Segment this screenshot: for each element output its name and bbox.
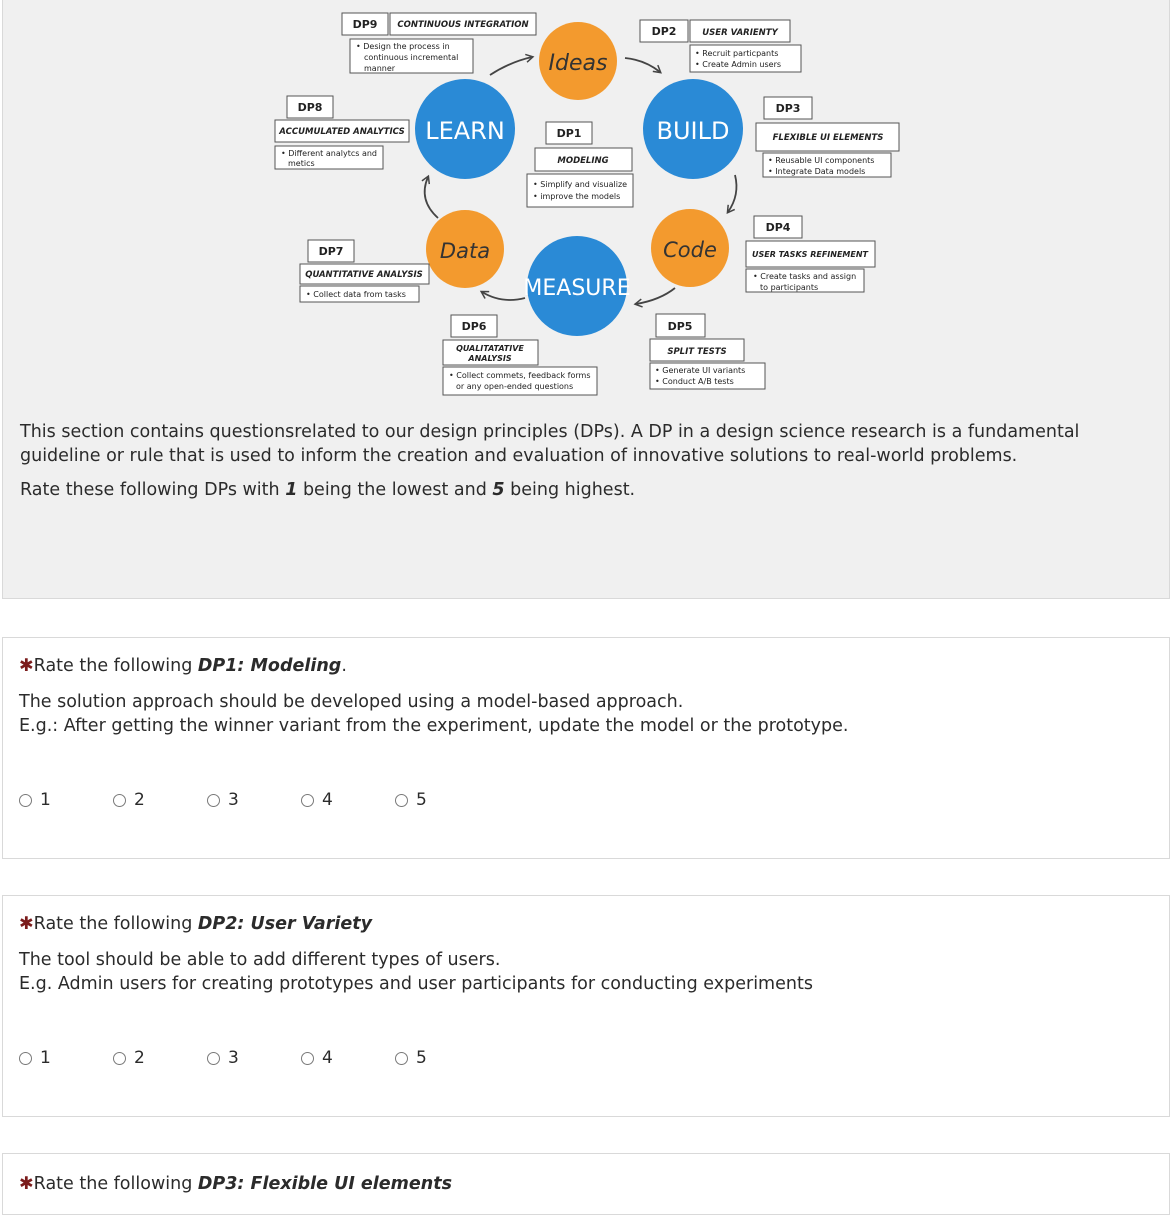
- question-dp3: ✱Rate the following DP3: Flexible UI ele…: [2, 1153, 1170, 1215]
- svg-text:ACCUMULATED ANALYTICS: ACCUMULATED ANALYTICS: [278, 127, 404, 137]
- rating-option-1[interactable]: 1: [19, 1048, 51, 1068]
- svg-text:DP2: DP2: [652, 25, 677, 38]
- svg-text:DP4: DP4: [766, 221, 791, 234]
- svg-text:metics: metics: [288, 159, 315, 168]
- radio-circle-icon[interactable]: [113, 793, 126, 807]
- build-circle: BUILD: [643, 79, 743, 179]
- rating-option-2[interactable]: 2: [113, 1048, 145, 1068]
- question-dp1: ✱Rate the following DP1: Modeling. The s…: [2, 637, 1170, 859]
- data-circle: Data: [426, 210, 504, 288]
- question-description: The solution approach should be develope…: [19, 692, 849, 736]
- radio-circle-icon[interactable]: [19, 1051, 32, 1065]
- rating-option-5[interactable]: 5: [395, 1048, 427, 1068]
- radio-circle-icon[interactable]: [19, 793, 32, 807]
- svg-text:Data: Data: [440, 239, 490, 263]
- rating-option-3[interactable]: 3: [207, 790, 239, 810]
- radio-circle-icon[interactable]: [395, 1051, 408, 1065]
- svg-text:manner: manner: [364, 64, 396, 73]
- rating-option-4[interactable]: 4: [301, 1048, 333, 1068]
- question-title: ✱Rate the following DP3: Flexible UI ele…: [19, 1174, 452, 1194]
- rating-option-2[interactable]: 2: [113, 790, 145, 810]
- learn-circle: LEARN: [415, 79, 515, 179]
- code-circle: Code: [651, 209, 729, 287]
- svg-text:USER VARIENTY: USER VARIENTY: [702, 28, 778, 38]
- question-dp2: ✱Rate the following DP2: User Variety Th…: [2, 895, 1170, 1117]
- dp8-card: DP8 ACCUMULATED ANALYTICS • Different an…: [274, 95, 410, 170]
- svg-text:ANALYSIS: ANALYSIS: [467, 354, 511, 363]
- dp9-card: DP9 CONTINUOUS INTEGRATION • Design the …: [341, 12, 537, 74]
- svg-text:DP3: DP3: [776, 102, 801, 115]
- cycle-arrows: [421, 53, 738, 308]
- rating-option-1[interactable]: 1: [19, 790, 51, 810]
- intro-instructions: Rate these following DPs with 1 being th…: [20, 480, 636, 500]
- svg-text:QUALITATATIVE: QUALITATATIVE: [456, 344, 524, 353]
- svg-text:• Reusable UI components: • Reusable UI components: [768, 156, 874, 165]
- svg-text:CONTINUOUS INTEGRATION: CONTINUOUS INTEGRATION: [397, 20, 528, 30]
- required-star-icon: ✱: [19, 914, 34, 934]
- required-star-icon: ✱: [19, 1174, 34, 1194]
- svg-text:MODELING: MODELING: [557, 156, 608, 166]
- ideas-circle: Ideas: [539, 22, 617, 100]
- svg-text:SPLIT TESTS: SPLIT TESTS: [667, 347, 726, 357]
- svg-text:• Create Admin users: • Create Admin users: [695, 60, 781, 69]
- svg-text:BUILD: BUILD: [657, 117, 730, 145]
- svg-text:• Recruit particpants: • Recruit particpants: [695, 49, 778, 58]
- intro-paragraph: This section contains questionsrelated t…: [20, 422, 1080, 466]
- svg-text:FLEXIBLE UI ELEMENTS: FLEXIBLE UI ELEMENTS: [773, 133, 884, 143]
- dp6-card: DP6 QUALITATATIVE ANALYSIS • Collect com…: [442, 314, 598, 396]
- radio-circle-icon[interactable]: [207, 793, 220, 807]
- svg-text:DP5: DP5: [668, 320, 693, 333]
- svg-text:• improve the models: • improve the models: [533, 192, 620, 201]
- svg-text:to participants: to participants: [760, 283, 818, 292]
- svg-text:DP6: DP6: [462, 320, 487, 333]
- build-measure-learn-diagram: Ideas BUILD Code MEASURE Data LEARN DP9 …: [274, 12, 900, 396]
- question-description: The tool should be able to add different…: [19, 950, 813, 994]
- question-title: ✱Rate the following DP2: User Variety: [19, 914, 372, 934]
- radio-circle-icon[interactable]: [301, 793, 314, 807]
- svg-text:or any open-ended questions: or any open-ended questions: [456, 382, 573, 391]
- svg-text:• Collect data from tasks: • Collect data from tasks: [306, 290, 406, 299]
- svg-text:• Collect commets, feedback fo: • Collect commets, feedback forms: [449, 371, 591, 380]
- svg-text:• Integrate Data models: • Integrate Data models: [768, 167, 865, 176]
- svg-text:QUANTITATIVE ANALYSIS: QUANTITATIVE ANALYSIS: [305, 270, 423, 280]
- svg-text:• Generate UI variants: • Generate UI variants: [655, 366, 745, 375]
- dp5-card: DP5 SPLIT TESTS • Generate UI variants •…: [649, 313, 766, 390]
- radio-circle-icon[interactable]: [301, 1051, 314, 1065]
- rating-option-4[interactable]: 4: [301, 790, 333, 810]
- svg-text:DP1: DP1: [557, 127, 582, 140]
- svg-text:continuous incremental: continuous incremental: [364, 53, 458, 62]
- svg-text:• Create tasks and assign: • Create tasks and assign: [753, 272, 856, 281]
- svg-text:Code: Code: [663, 238, 717, 262]
- svg-text:USER TASKS REFINEMENT: USER TASKS REFINEMENT: [752, 250, 869, 259]
- svg-text:• Design the process in: • Design the process in: [356, 42, 450, 51]
- svg-text:LEARN: LEARN: [425, 117, 505, 145]
- svg-text:• Simplify and visualize: • Simplify and visualize: [533, 180, 627, 189]
- measure-circle: MEASURE: [523, 236, 631, 336]
- dp3-card: DP3 FLEXIBLE UI ELEMENTS • Reusable UI c…: [755, 96, 900, 178]
- rating-option-5[interactable]: 5: [395, 790, 427, 810]
- svg-text:DP9: DP9: [353, 18, 378, 31]
- question-title: ✱Rate the following DP1: Modeling.: [19, 656, 347, 676]
- dp4-card: DP4 USER TASKS REFINEMENT • Create tasks…: [745, 215, 876, 293]
- svg-text:Ideas: Ideas: [549, 51, 608, 76]
- dp7-card: DP7 QUANTITATIVE ANALYSIS • Collect data…: [299, 239, 430, 303]
- intro-text: This section contains questionsrelated t…: [20, 420, 1150, 512]
- svg-text:DP7: DP7: [319, 245, 344, 258]
- rating-option-3[interactable]: 3: [207, 1048, 239, 1068]
- dp1-card: DP1 MODELING • Simplify and visualize • …: [526, 121, 634, 208]
- svg-text:• Different analytcs and: • Different analytcs and: [281, 149, 377, 158]
- dp2-card: DP2 USER VARIENTY • Recruit particpants …: [639, 19, 802, 73]
- svg-text:MEASURE: MEASURE: [523, 276, 630, 301]
- radio-circle-icon[interactable]: [395, 793, 408, 807]
- svg-text:DP8: DP8: [298, 101, 323, 114]
- radio-circle-icon[interactable]: [113, 1051, 126, 1065]
- svg-text:• Conduct A/B tests: • Conduct A/B tests: [655, 377, 734, 386]
- radio-circle-icon[interactable]: [207, 1051, 220, 1065]
- required-star-icon: ✱: [19, 656, 34, 676]
